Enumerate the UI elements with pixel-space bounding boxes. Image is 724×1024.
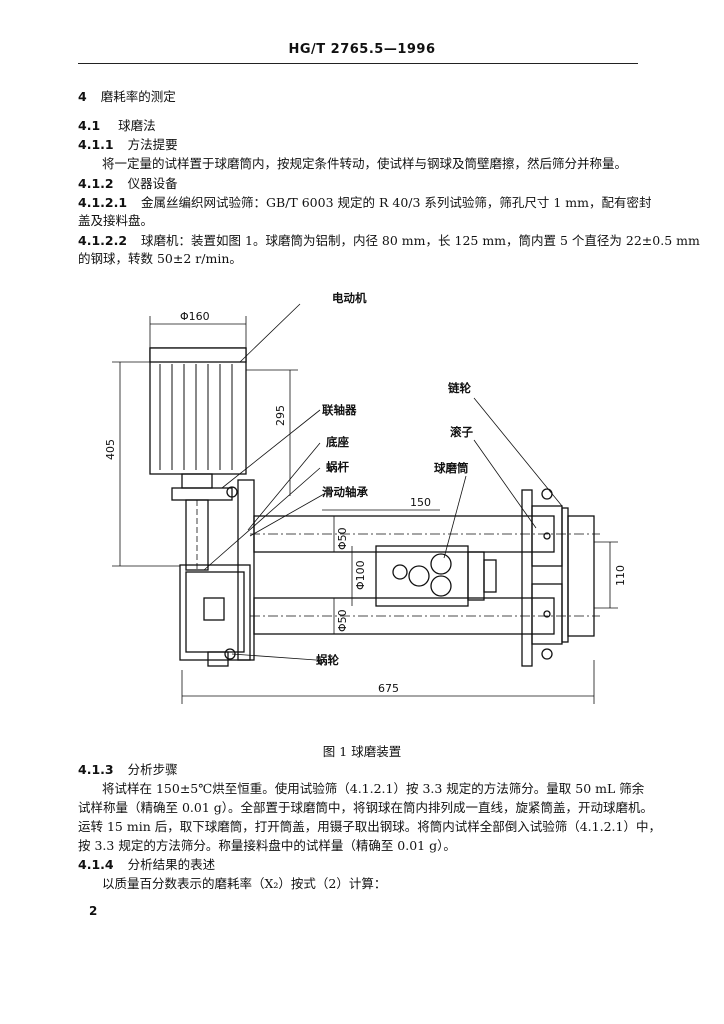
figure-ball-mill: 电动机 联轴器 底座 蜗杆 滑动轴承 链轮 滚子 球磨筒 蜗轮 Φ160 405… bbox=[100, 280, 640, 710]
label-coupling: 联轴器 bbox=[322, 403, 357, 417]
paragraph-4-1-2-2-line2: 的钢球，转数 50±2 r/min。 bbox=[78, 251, 242, 266]
heading-title: 球磨法 bbox=[118, 118, 156, 133]
motor-shaft-housing bbox=[181, 473, 213, 489]
paragraph-4-1-2-1-line1: 4.1.2.1 金属丝编织网试验筛：GB/T 6003 规定的 R 40/3 系… bbox=[78, 195, 652, 211]
steel-ball bbox=[392, 564, 408, 580]
heading-number: 4.1.3 bbox=[78, 762, 114, 777]
gearbox-base bbox=[179, 564, 251, 661]
dim-d160: Φ160 bbox=[180, 310, 210, 323]
dim-h405: 405 bbox=[104, 439, 117, 460]
section-4-heading: 4 磨耗率的测定 bbox=[78, 89, 176, 105]
paragraph-4-1-3-line1: 将试样在 150±5℃烘至恒重。使用试验筛（4.1.2.1）按 3.3 规定的方… bbox=[102, 781, 645, 796]
leader-lines bbox=[203, 303, 563, 661]
header-rule bbox=[78, 63, 638, 64]
mill-drum-knob bbox=[483, 559, 497, 593]
chain bbox=[561, 507, 569, 643]
label-roller: 滚子 bbox=[450, 425, 473, 439]
sprocket-center bbox=[543, 532, 551, 540]
heading-number: 4.1.2 bbox=[78, 176, 114, 191]
dim-l150: 150 bbox=[410, 496, 431, 509]
heading-number: 4.1.4 bbox=[78, 857, 114, 872]
label-base: 底座 bbox=[326, 435, 349, 449]
motor-fins bbox=[159, 364, 233, 470]
gearbox-inner bbox=[185, 571, 245, 653]
figure-caption: 图 1 球磨装置 bbox=[322, 744, 402, 759]
label-sliding-bearing: 滑动轴承 bbox=[322, 485, 368, 499]
coupling bbox=[171, 487, 233, 501]
sprocket-bolt bbox=[541, 648, 553, 660]
heading-4-1-3: 4.1.3 分析步骤 bbox=[78, 762, 178, 778]
dim-d50-upper: Φ50 bbox=[336, 527, 349, 550]
section-number: 4 bbox=[78, 89, 87, 104]
right-frame-plate bbox=[521, 489, 533, 667]
label-worm: 蜗杆 bbox=[326, 460, 349, 474]
heading-title: 仪器设备 bbox=[127, 176, 178, 191]
heading-4-1-1: 4.1.1 方法提要 bbox=[78, 137, 178, 153]
page-number: 2 bbox=[89, 904, 98, 918]
paragraph-4-1-2-2-line1: 4.1.2.2 球磨机：装置如图 1。球磨筒为铝制，内径 80 mm，长 125… bbox=[78, 233, 700, 249]
upper-sprocket bbox=[531, 505, 563, 567]
motor-cap bbox=[149, 347, 247, 363]
sprocket-bolt bbox=[541, 488, 553, 500]
paragraph-method-summary: 将一定量的试样置于球磨筒内，按规定条件转动，使试样与钢球及筒壁磨擦，然后筛分并称… bbox=[102, 156, 628, 171]
label-worm-wheel: 蜗轮 bbox=[316, 653, 339, 667]
heading-number: 4.1.2.2 bbox=[78, 233, 128, 248]
section-title: 磨耗率的测定 bbox=[100, 89, 176, 104]
label-mill-drum: 球磨筒 bbox=[434, 461, 469, 475]
heading-4-1: 4.1 球磨法 bbox=[78, 118, 156, 134]
heading-4-1-4: 4.1.4 分析结果的表述 bbox=[78, 857, 215, 873]
gearbox-window bbox=[203, 597, 225, 621]
right-end-housing bbox=[567, 515, 595, 637]
paragraph-4-1-3-line2: 试样称量（精确至 0.01 g）。全部置于球磨筒中，将钢球在筒内排列成一直线，旋… bbox=[78, 800, 654, 815]
lower-sprocket bbox=[531, 583, 563, 645]
document-header: HG/T 2765.5—1996 bbox=[288, 42, 436, 57]
heading-4-1-2: 4.1.2 仪器设备 bbox=[78, 176, 178, 192]
paragraph-4-1-3-line3: 运转 15 min 后，取下球磨筒，打开筒盖，用镊子取出钢球。将筒内试样全部倒入… bbox=[78, 819, 661, 834]
heading-number: 4.1.1 bbox=[78, 137, 114, 152]
label-motor: 电动机 bbox=[332, 291, 367, 305]
steel-ball bbox=[430, 553, 452, 575]
paragraph-4-1-2-1-line2: 盖及接料盘。 bbox=[78, 213, 154, 228]
dim-l675: 675 bbox=[378, 682, 399, 695]
label-sprocket: 链轮 bbox=[448, 381, 471, 395]
heading-number: 4.1.2.1 bbox=[78, 195, 128, 210]
heading-title: 方法提要 bbox=[127, 137, 178, 152]
paragraph-4-1-4-line1: 以质量百分数表示的磨耗率（X₂）按式（2）计算： bbox=[102, 876, 387, 891]
dim-h295: 295 bbox=[274, 405, 287, 426]
dim-d50-lower: Φ50 bbox=[336, 609, 349, 632]
dim-d100: Φ100 bbox=[354, 560, 367, 590]
paragraph-text: 金属丝编织网试验筛：GB/T 6003 规定的 R 40/3 系列试验筛，筛孔尺… bbox=[141, 195, 652, 210]
mill-drum-cap bbox=[467, 551, 485, 601]
steel-ball bbox=[408, 565, 430, 587]
left-frame-plate bbox=[237, 479, 255, 661]
mill-drum bbox=[375, 545, 469, 607]
heading-number: 4.1 bbox=[78, 118, 101, 133]
steel-ball bbox=[430, 575, 452, 597]
paragraph-4-1-3-line4: 按 3.3 规定的方法筛分。称量接料盘中的试样量（精确至 0.01 g）。 bbox=[78, 838, 456, 853]
dimension-lines bbox=[112, 316, 618, 704]
heading-title: 分析步骤 bbox=[127, 762, 178, 777]
dim-h110: 110 bbox=[614, 565, 627, 586]
coupling-bolt bbox=[226, 486, 238, 498]
heading-title: 分析结果的表述 bbox=[127, 857, 216, 872]
ball-mill-drawing: 电动机 联轴器 底座 蜗杆 滑动轴承 链轮 滚子 球磨筒 蜗轮 Φ160 405… bbox=[104, 291, 627, 704]
sprocket-center bbox=[543, 610, 551, 618]
paragraph-text: 球磨机：装置如图 1。球磨筒为铝制，内径 80 mm，长 125 mm，筒内置 … bbox=[141, 233, 700, 248]
